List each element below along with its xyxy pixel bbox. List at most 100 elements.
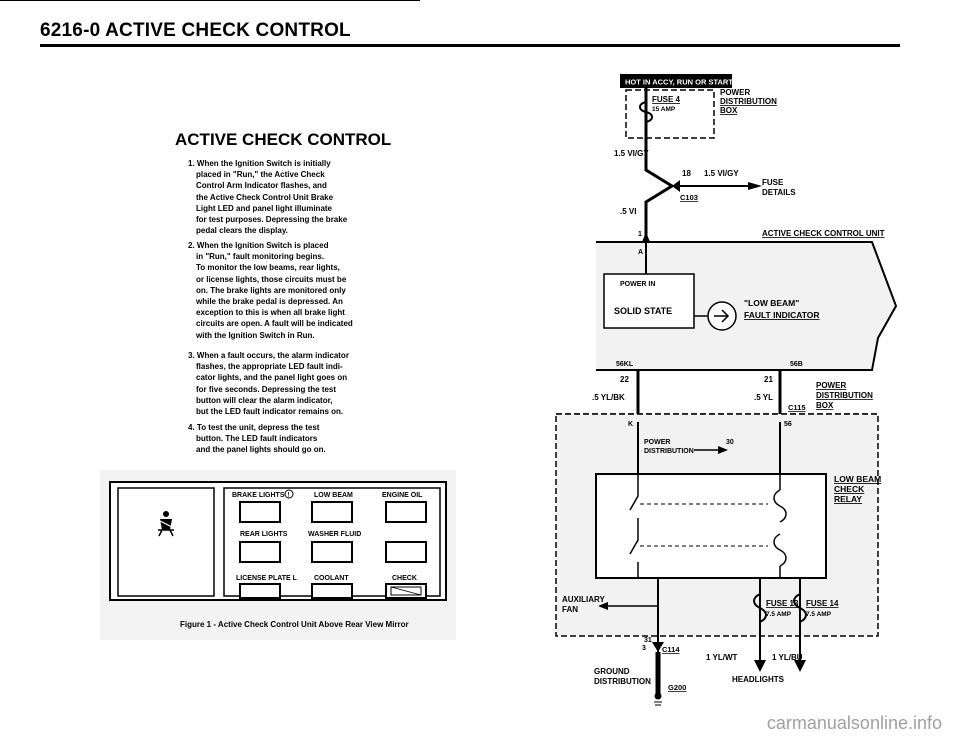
pin-3: 3 — [642, 645, 646, 652]
step-1-line: pedal clears the display. — [196, 226, 288, 236]
svg-text:!: ! — [288, 493, 290, 499]
figure-caption: Figure 1 - Active Check Control Unit Abo… — [180, 620, 409, 629]
step-3-line: for five seconds. Depressing the test — [196, 384, 337, 394]
splice-point — [672, 180, 680, 192]
hot-label: HOT IN ACCY, RUN OR START — [620, 74, 733, 88]
fuse-14-amp: 7.5 AMP — [806, 611, 832, 618]
watermark: carmanualsonline.info — [766, 713, 942, 733]
connector-c103: C103 — [680, 193, 698, 202]
pin-21: 21 — [764, 375, 773, 384]
pin-22: 22 — [620, 375, 629, 384]
label-rear-lights: REAR LIGHTS — [240, 531, 288, 538]
step-3-line: flashes, the appropriate LED fault indi- — [196, 362, 343, 372]
led-coolant — [311, 583, 353, 599]
power-dist-line2: DISTRIBUTION — [644, 448, 694, 455]
step-1-line: placed in "Run," the Active Check — [196, 170, 325, 180]
label-low-beam: LOW BEAM — [314, 492, 353, 499]
wire-1-5-vigy: 1.5 VI/GY — [614, 149, 649, 158]
pin-56: 56 — [784, 421, 792, 428]
fuse-13-label: FUSE 13 — [766, 599, 799, 608]
brake-warning-icon: ! — [284, 489, 294, 499]
fuse-14-label: FUSE 14 — [806, 599, 839, 608]
aux-fan-line1: AUXILIARY — [562, 595, 605, 604]
ground-g200: G200 — [668, 683, 686, 692]
check-test-button[interactable] — [385, 583, 427, 599]
step-1-line: for test purposes. Depressing the brake — [196, 215, 348, 225]
fuse-13-symbol — [753, 593, 767, 623]
section-title: ACTIVE CHECK CONTROL — [175, 130, 392, 149]
label-check: CHECK — [392, 575, 417, 582]
connector-c115: C115 — [788, 403, 806, 412]
connector-c114: C114 — [662, 645, 680, 654]
step-4-line: and the panel lights should go on. — [196, 445, 326, 455]
ground-line2: DISTRIBUTION — [594, 677, 651, 686]
main-feed-wire — [644, 138, 675, 238]
step-3-line: cator lights, and the panel light goes o… — [196, 373, 348, 383]
pdb2-line2: DISTRIBUTION — [816, 391, 873, 400]
power-in-label: POWER IN — [620, 281, 655, 288]
pdb1-line1: POWER — [720, 88, 750, 97]
wire-5-vi: .5 VI — [620, 207, 636, 216]
pdb2-line3: BOX — [816, 401, 834, 410]
step-4-line: button. The LED fault indicators — [196, 434, 318, 444]
pin-a-arrow — [642, 232, 650, 242]
wire-ylbk-label: .5 YL/BK — [592, 393, 625, 402]
solid-state-label: SOLID STATE — [614, 306, 672, 316]
relay-line1: LOW BEAM — [834, 474, 881, 484]
fuse-details-arrow — [748, 182, 762, 190]
wire-1-ylbu: 1 YL/BU — [772, 653, 803, 662]
step-4-line: 4. To test the unit, depress the test — [188, 423, 320, 432]
arm-indicator-panel — [117, 487, 215, 597]
step-4: 4. To test the unit, depress the test bu… — [188, 422, 353, 456]
label-washer-fluid: WASHER FLUID — [308, 531, 361, 538]
step-2-line: exception to this is when all brake ligh… — [196, 308, 345, 318]
pin-1: 1 — [638, 231, 642, 238]
headlight-arrow-left — [754, 660, 766, 672]
wire-1-5-vigy-2: 1.5 VI/GY — [704, 169, 739, 178]
fuse-4-label: FUSE 4 — [652, 95, 681, 104]
wire-yl-label: .5 YL — [754, 393, 773, 402]
fuse-4-symbol — [639, 101, 653, 123]
led-license-plate — [239, 583, 281, 599]
pin-18: 18 — [682, 169, 691, 178]
figure-1: BRAKE LIGHTS ! LOW BEAM ENGINE OIL REAR … — [100, 470, 456, 640]
ground-line1: GROUND — [594, 667, 630, 676]
fuse-13-amp: 7.5 AMP — [766, 611, 792, 618]
fuse-details-line1: FUSE — [762, 178, 784, 187]
step-2-line: To monitor the low beams, rear lights, — [196, 263, 340, 273]
figure-1-drawing: BRAKE LIGHTS ! LOW BEAM ENGINE OIL REAR … — [109, 481, 447, 601]
relay-line2: CHECK — [834, 484, 865, 494]
fuse-4-amp: 15 AMP — [652, 106, 676, 113]
aux-fan-line2: FAN — [562, 605, 578, 614]
fuse-14-symbol — [793, 593, 807, 623]
header-rule — [40, 44, 900, 47]
step-3-line: but the LED fault indicator remains on. — [196, 407, 344, 417]
solid-state-box — [603, 273, 695, 329]
step-2-line: on. The brake lights are monitored only — [196, 285, 346, 295]
led-low-beam — [311, 501, 353, 523]
step-3-line: button will clear the alarm indicator, — [196, 395, 333, 405]
power-dist-line1: POWER — [644, 439, 670, 446]
label-brake-lights: BRAKE LIGHTS — [232, 492, 285, 499]
fuse-details-line2: DETAILS — [762, 188, 796, 197]
power-distribution-box-1 — [625, 89, 715, 139]
pin-56kl: 56KL — [616, 361, 634, 368]
pin-56b: 56B — [790, 361, 803, 368]
pdb1-line3: BOX — [720, 106, 738, 115]
ground-point — [654, 692, 662, 700]
step-2: 2. When the Ignition Switch is placed in… — [188, 240, 353, 341]
step-3-line: 3. When a fault occurs, the alarm indica… — [188, 351, 349, 360]
step-1-line: Control Arm Indicator flashes, and — [196, 181, 327, 191]
svg-text:HOT IN ACCY, RUN OR START: HOT IN ACCY, RUN OR START — [625, 78, 733, 87]
step-2-line: with the Ignition Switch in Run. — [196, 330, 315, 340]
relay-coil-2 — [773, 533, 787, 567]
relay-line3: RELAY — [834, 494, 862, 504]
headlight-arrow-right — [794, 660, 806, 672]
relay-switch-2 — [629, 530, 639, 578]
low-beam-check-relay-box — [595, 473, 827, 579]
lowbeam-fault-line1: "LOW BEAM" — [744, 298, 799, 308]
label-license-plate: LICENSE PLATE L — [236, 575, 298, 582]
pin-30: 30 — [726, 439, 734, 446]
step-2-line: circuits are open. A fault will be indic… — [196, 319, 353, 329]
pin-a: A — [638, 249, 643, 256]
